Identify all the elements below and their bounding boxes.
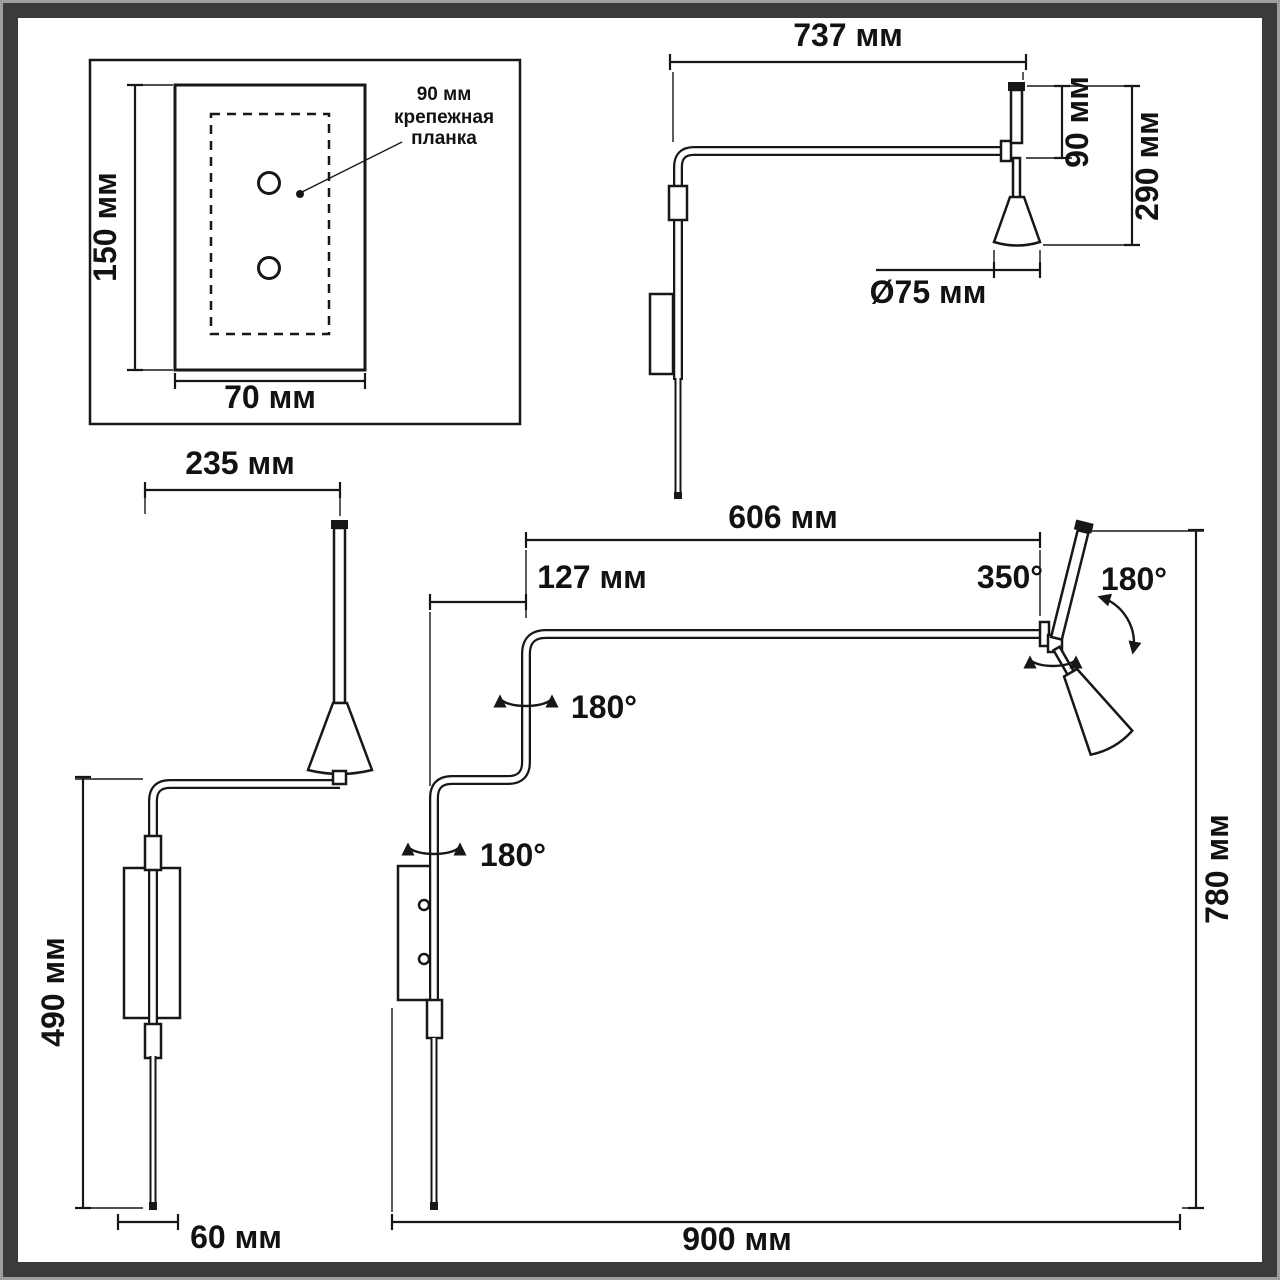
- side-view: 737 мм 90 мм 290 мм Ø75 мм: [648, 17, 1165, 499]
- dim-diameter-extension: [993, 250, 1041, 262]
- extended-arm-tube-fill: [431, 631, 1040, 1002]
- dim-60-line: [116, 1214, 180, 1230]
- dim-900-line: [390, 1214, 1182, 1230]
- dim-127-label: 127 мм: [537, 559, 647, 595]
- dim-780-line: [1188, 528, 1204, 1210]
- folded-head-cap: [331, 520, 348, 529]
- folded-rod-sleeve-upper: [143, 834, 163, 872]
- base-rotation-arrow-icon: [401, 842, 467, 856]
- dim-780-label: 780 мм: [1199, 814, 1235, 924]
- folded-head-rod: [332, 526, 347, 705]
- dim-737-line: [668, 54, 1028, 70]
- dim-290-line: [1124, 84, 1140, 247]
- callout-anchor-dot: [296, 190, 304, 198]
- dim-235-line: [143, 482, 342, 498]
- dim-235-label: 235 мм: [185, 445, 295, 481]
- dim-127-line: [428, 594, 528, 610]
- extended-head-rod-group: [1049, 519, 1094, 642]
- screw-hole-top: [257, 171, 281, 195]
- folded-view: 235 мм 490 мм 60 мм: [35, 445, 374, 1255]
- head-tilt-label: 180°: [1101, 561, 1167, 597]
- dim-height-150-line: [127, 83, 143, 372]
- dim-height-150-label: 150 мм: [87, 172, 123, 282]
- dim-490-label: 490 мм: [35, 937, 71, 1047]
- side-head-cap: [1008, 82, 1025, 91]
- dim-606-label: 606 мм: [728, 499, 838, 535]
- dim-737-label: 737 мм: [793, 17, 903, 53]
- head-tilt-arrow-icon: [1097, 593, 1142, 655]
- dim-60-label: 60 мм: [190, 1219, 282, 1255]
- dim-490-line: [75, 775, 91, 1210]
- callout-name-line2: планка: [411, 128, 477, 149]
- extended-shade-cone: [1062, 667, 1134, 757]
- side-shade-cone: [992, 195, 1042, 247]
- extended-wall-plate: [396, 864, 436, 1002]
- dim-diameter-label: Ø75 мм: [870, 274, 987, 310]
- dim-290-label: 290 мм: [1129, 111, 1165, 221]
- side-wall-plate: [648, 292, 675, 376]
- side-head-neck: [1011, 156, 1022, 201]
- base-rotation-label: 180°: [480, 837, 546, 873]
- extended-plate-screw-top: [417, 898, 431, 912]
- folded-head-hinge: [331, 769, 348, 786]
- callout-leader-line: [301, 141, 403, 193]
- callout-name-line1: крепежная: [394, 107, 494, 128]
- dim-737-extension: [672, 72, 1024, 142]
- mounting-bracket-dashed-outline: [209, 112, 331, 336]
- side-arm-tube-fill: [675, 148, 1004, 380]
- elbow-rotation-label: 180°: [571, 689, 637, 725]
- mounting-plate-view: 150 мм 70 мм 90 мм крепежная планка: [87, 58, 522, 426]
- dim-900-label: 900 мм: [682, 1221, 792, 1257]
- extended-rod-end-cap: [430, 1202, 438, 1210]
- folded-rod-end-cap: [149, 1202, 157, 1210]
- extended-head-rod: [1049, 528, 1090, 642]
- extended-plate-screw-bottom: [417, 952, 431, 966]
- dim-90-label: 90 мм: [1059, 76, 1095, 168]
- extended-view: 180° 180° 350° 180° 606 мм 127 мм 780 мм…: [390, 499, 1235, 1257]
- dim-606-line: [524, 532, 1042, 548]
- side-rod-end-cap: [674, 492, 682, 499]
- dim-diameter-line: [876, 262, 1042, 278]
- swivel-rotation-arrow-icon: [1023, 655, 1083, 669]
- callout-size-label: 90 мм: [417, 84, 472, 105]
- folded-rod-sleeve-lower: [143, 1022, 163, 1060]
- side-arm-hinge: [999, 139, 1013, 163]
- side-rod-sleeve: [667, 184, 689, 222]
- swivel-angle-label: 350°: [977, 559, 1043, 595]
- screw-hole-bottom: [257, 256, 281, 280]
- dim-width-70-label: 70 мм: [224, 379, 316, 415]
- elbow-rotation-arrow-icon: [493, 694, 559, 708]
- dim-235-extension: [144, 498, 341, 516]
- folded-arm-tube-fill: [150, 781, 340, 1026]
- extended-rod-sleeve: [425, 998, 444, 1040]
- dim-width-70-line: [173, 373, 367, 389]
- side-head-rod: [1009, 88, 1024, 145]
- dim-90-line: [1054, 84, 1070, 160]
- mounting-plate-front: [173, 83, 367, 372]
